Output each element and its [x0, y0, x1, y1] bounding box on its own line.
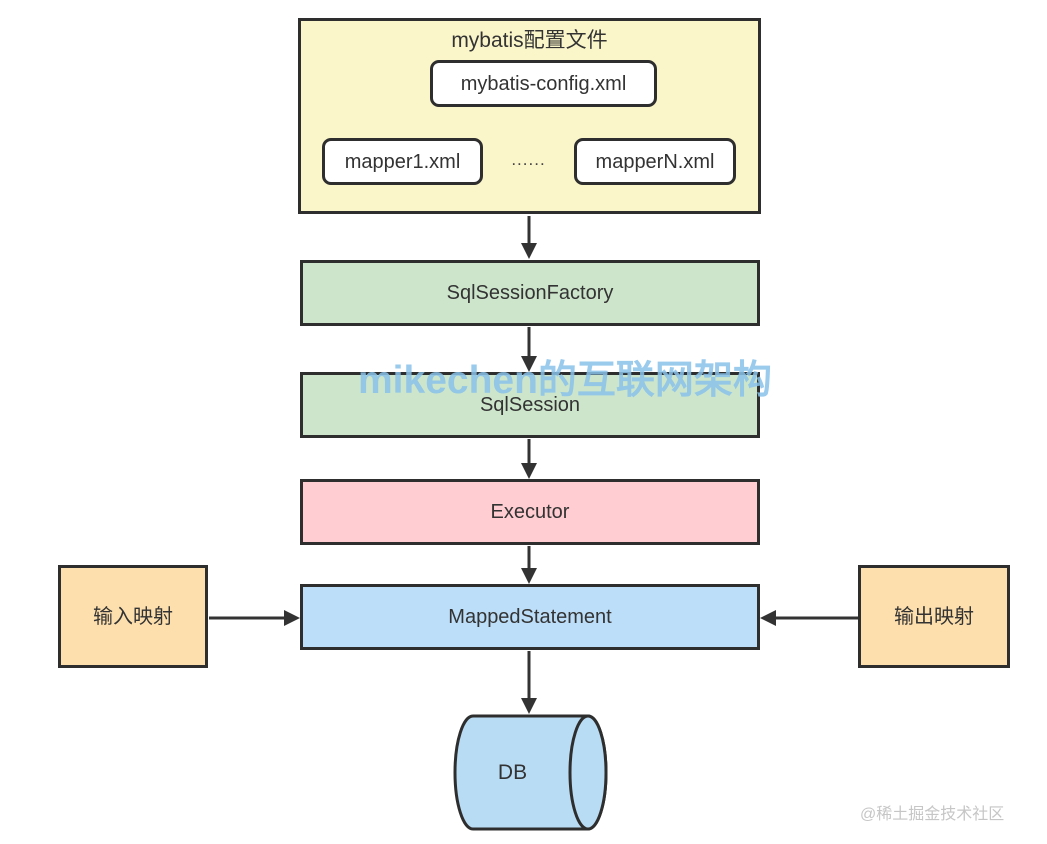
db-text: DB	[497, 760, 528, 784]
arrow-executor-to-mappedstatement	[521, 546, 537, 584]
mapper1-xml-label: mapper1.xml	[344, 150, 461, 173]
mapperN-xml-box: mapperN.xml	[574, 138, 736, 185]
arrow-factory-to-session	[521, 327, 537, 372]
watermark-mikechen: mikechen的互联网架构	[358, 359, 772, 402]
arrow-output-to-mappedstatement	[760, 610, 859, 626]
executor-box: Executor	[300, 479, 760, 545]
mappedstatement-box: MappedStatement	[300, 584, 760, 650]
mapperN-xml-label: mapperN.xml	[595, 150, 715, 173]
output-mapping-label: 输出映射	[894, 605, 974, 628]
sqlsessionfactory-box: SqlSessionFactory	[300, 260, 760, 326]
group-title: mybatis配置文件	[451, 29, 608, 52]
executor-label: Executor	[490, 501, 570, 523]
sqlsessionfactory-label: SqlSessionFactory	[446, 282, 614, 304]
sqlsession-label: SqlSession	[479, 394, 581, 416]
db-label: DB	[455, 716, 570, 829]
watermark-juejin: @稀土掘金技术社区	[860, 806, 1005, 823]
mapper1-xml-box: mapper1.xml	[322, 138, 483, 185]
mybatis-config-xml-label: mybatis-config.xml	[460, 72, 627, 95]
arrow-config-to-factory	[521, 216, 537, 259]
arrow-session-to-executor	[521, 439, 537, 479]
arrow-input-to-mappedstatement	[209, 610, 300, 626]
mybatis-config-group-box: mybatis配置文件 mybatis-config.xml mapper1.x…	[298, 18, 761, 214]
sqlsession-box: SqlSession	[300, 372, 760, 438]
input-mapping-label: 输入映射	[93, 605, 173, 628]
output-mapping-box: 输出映射	[858, 565, 1010, 668]
db-cylinder	[453, 714, 608, 831]
mapper-ellipsis: ......	[511, 150, 546, 169]
arrow-mappedstatement-to-db	[521, 651, 537, 714]
input-mapping-box: 输入映射	[58, 565, 208, 668]
mybatis-config-xml-box: mybatis-config.xml	[430, 60, 657, 107]
mappedstatement-label: MappedStatement	[448, 606, 612, 628]
